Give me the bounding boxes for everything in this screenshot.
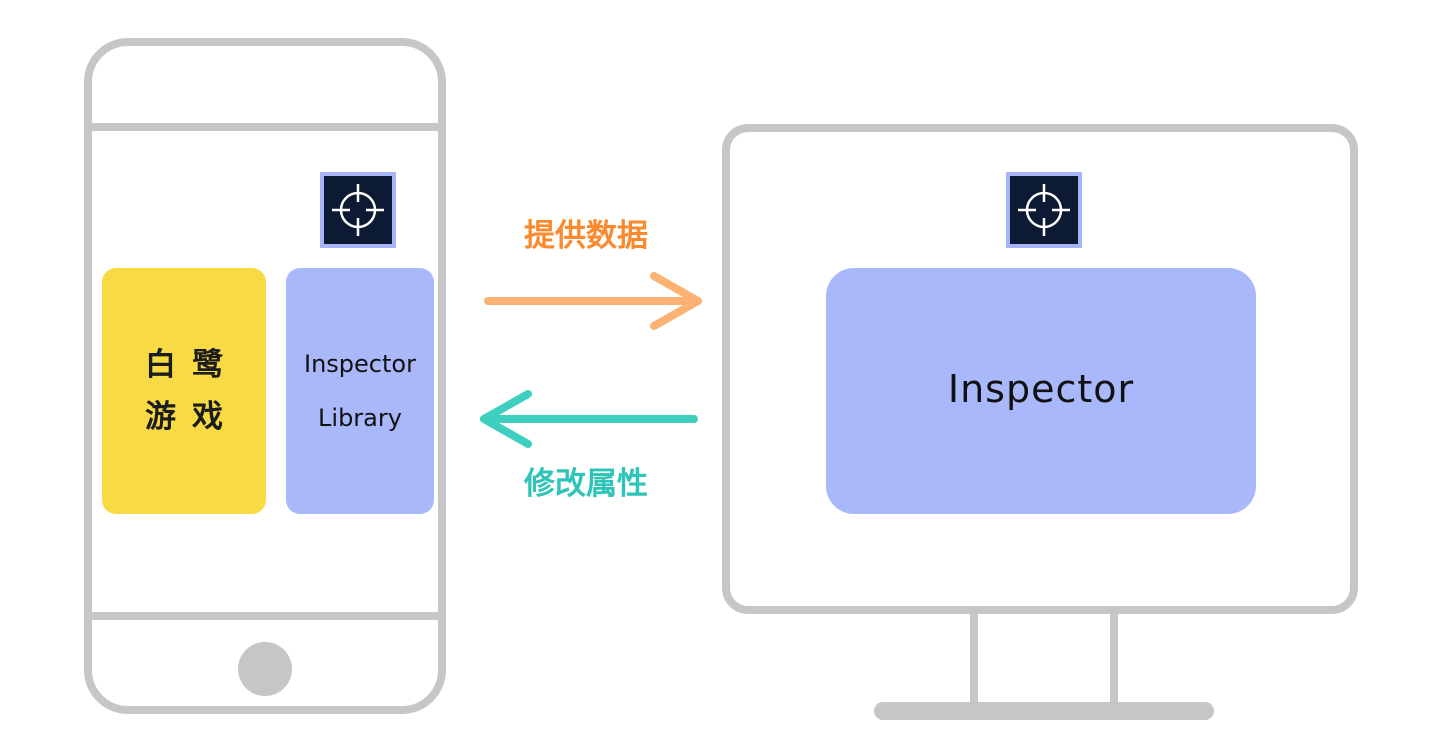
modify-properties-label: 修改属性 bbox=[524, 466, 648, 502]
library-box-line-1: Inspector bbox=[304, 350, 416, 378]
provide-data-label: 提供数据 bbox=[524, 218, 648, 254]
inspector-panel: Inspector bbox=[826, 268, 1256, 514]
phone-home-button bbox=[238, 642, 292, 696]
game-box-line-2: 游戏 bbox=[145, 399, 239, 435]
monitor-crosshair-target-icon bbox=[1006, 172, 1082, 248]
inspector-library-box: Inspector Library bbox=[286, 268, 434, 514]
monitor-stand bbox=[970, 612, 1118, 708]
phone-crosshair-target-icon bbox=[320, 172, 396, 248]
phone-bottom-divider bbox=[92, 612, 438, 620]
inspector-panel-title: Inspector bbox=[947, 367, 1135, 411]
provide-data-arrow bbox=[484, 272, 702, 330]
data-flow-arrows bbox=[480, 272, 702, 448]
library-box-line-2: Library bbox=[318, 404, 402, 432]
game-box-line-1: 白鹭 bbox=[145, 347, 239, 383]
monitor-base bbox=[874, 702, 1214, 720]
phone-top-divider bbox=[92, 123, 438, 131]
modify-properties-arrow bbox=[480, 390, 698, 448]
game-box: 白鹭 游戏 bbox=[102, 268, 266, 514]
